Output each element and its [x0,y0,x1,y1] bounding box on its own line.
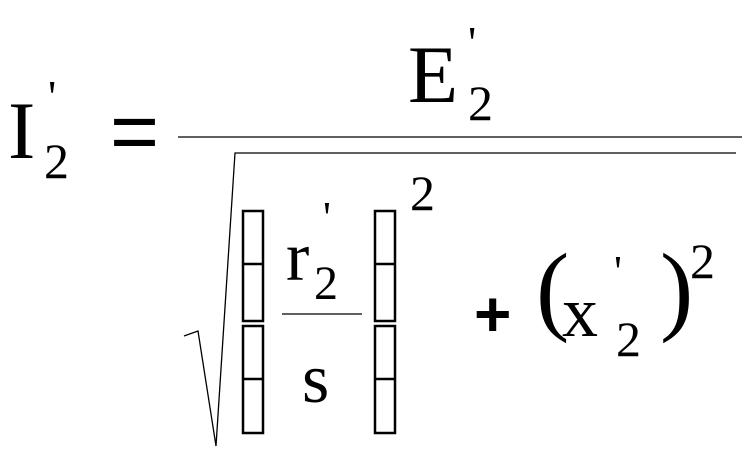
lhs-symbol: I [8,85,35,176]
lhs-prime: ' [48,71,56,122]
numerator-subscript: 2 [468,75,493,131]
reactance-prime: ' [614,247,622,296]
reactance-symbol: x [562,272,598,352]
right-bracket [373,209,397,435]
inner-numerator-subscript: 2 [314,257,338,310]
close-paren: ) [660,233,693,344]
plus-sign: + [474,278,511,350]
equals-sign: = [110,84,159,178]
square-root-sign [183,152,736,447]
reactance-subscript: 2 [616,311,641,367]
lhs-subscript: 2 [44,133,69,189]
inner-numerator-prime: ' [323,193,331,242]
inner-fraction: r ' 2 s [282,193,362,418]
reactance-exponent: 2 [690,233,715,289]
inner-numerator-symbol: r [286,219,309,296]
numerator-symbol: E [408,29,458,120]
inner-denominator: s [302,341,329,418]
ratio-exponent: 2 [410,165,435,221]
numerator: E ' 2 [408,17,493,131]
lhs-current: I ' 2 [8,71,69,189]
reactance-term: ( x ' 2 ) 2 [536,233,715,367]
numerator-prime: ' [468,17,476,68]
open-paren: ( [536,233,569,344]
left-bracket [241,209,265,435]
